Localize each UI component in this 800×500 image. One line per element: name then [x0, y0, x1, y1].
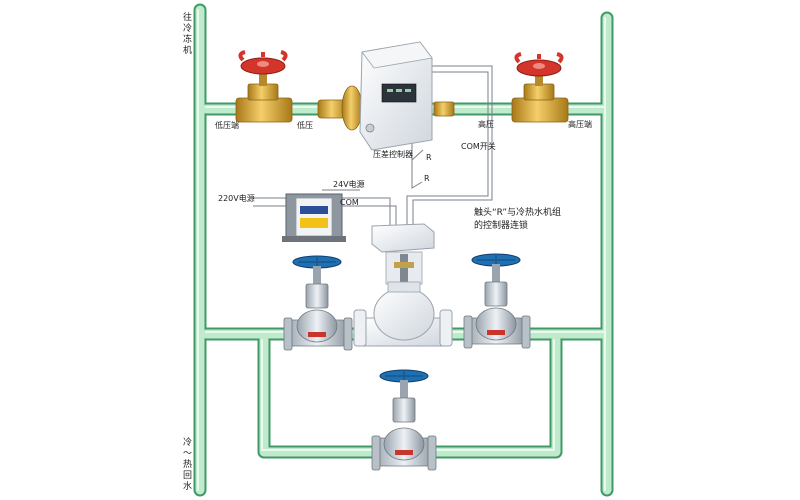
globe-valve-right [463, 253, 531, 349]
motorized-control-valve [353, 223, 453, 347]
transformer [282, 193, 346, 242]
high-pressure-end-label: 高压端 [568, 119, 592, 129]
high-pressure-gate-valve [511, 52, 569, 123]
relay-r-bottom-label: R [424, 174, 430, 183]
globe-valve-bypass [371, 369, 437, 471]
to-chiller-char-4: 机 [183, 44, 192, 56]
vertical-label-top: 往 冷 冻 机 [183, 11, 192, 56]
to-chiller-char-2: 冷 [183, 22, 192, 34]
pressure-difference-controller [317, 41, 455, 151]
power-220v-label: 220V电源 [218, 193, 255, 203]
return-water-char-5: 水 [183, 480, 192, 492]
relay-r-top-label: R [426, 153, 432, 162]
high-pressure-label: 高压 [478, 119, 494, 129]
power-24v-label: 24V电源 [333, 179, 365, 189]
return-water-char-4: 回 [183, 470, 192, 481]
controller-label: 压差控制器 [373, 149, 413, 159]
com-label: COM [340, 198, 359, 207]
com-switch-label: COM开关 [461, 141, 496, 151]
vertical-label-bottom: 冷 ～ 热 回 水 [183, 436, 192, 492]
return-water-char-2: ～ [183, 449, 192, 459]
low-pressure-end-label: 低压端 [215, 120, 239, 130]
interlock-note-line-1: 触头“R”与冷热水机组 [474, 206, 561, 218]
interlock-note-line-2: 的控制器连锁 [474, 219, 528, 231]
to-chiller-char-3: 冻 [183, 33, 192, 45]
globe-valve-left [283, 255, 353, 351]
low-pressure-label: 低压 [297, 120, 313, 130]
return-water-char-3: 热 [183, 458, 192, 470]
low-pressure-gate-valve [235, 50, 293, 123]
return-water-char-1: 冷 [183, 436, 192, 448]
to-chiller-char-1: 往 [183, 11, 192, 23]
